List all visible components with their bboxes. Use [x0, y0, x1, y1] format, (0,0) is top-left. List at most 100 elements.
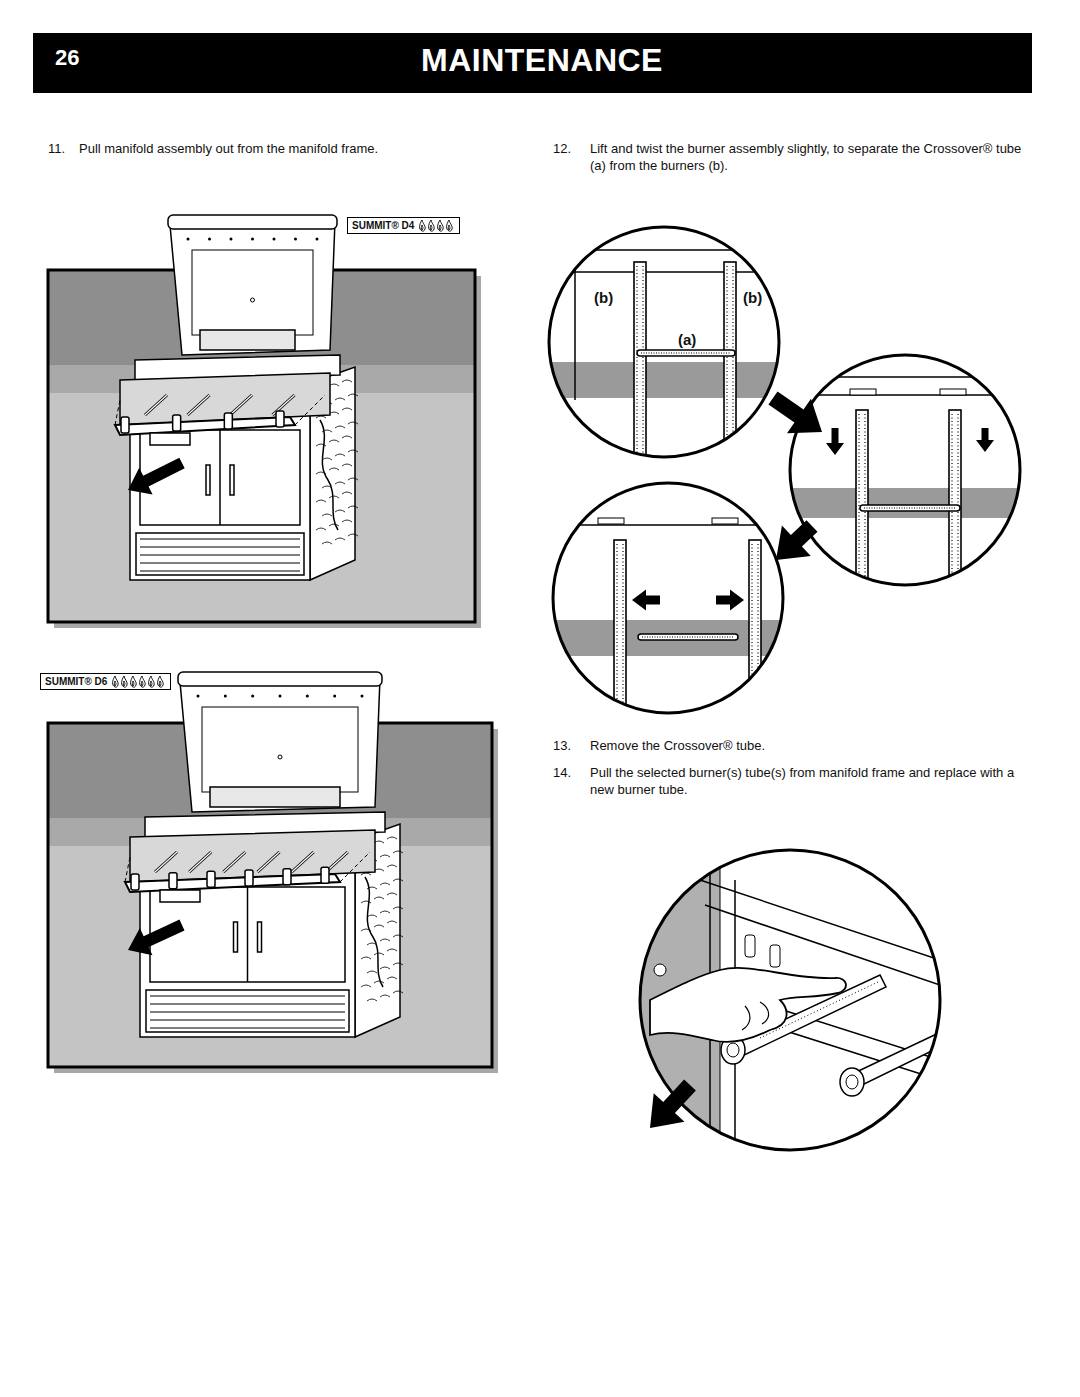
frame-tab: [940, 389, 966, 395]
brick-texture: [329, 440, 339, 442]
brick-texture: [342, 520, 352, 522]
crossover-tube: [860, 505, 960, 511]
vent-slot: [150, 1020, 345, 1021]
vent-slot: [140, 563, 300, 564]
direction-arrow: [776, 520, 817, 560]
frame-edge: [574, 250, 576, 400]
direction-arrow: [632, 590, 660, 611]
burner-ports: [751, 544, 752, 720]
vent-slot: [140, 547, 300, 548]
lid-handle: [168, 215, 337, 229]
brick-texture: [393, 851, 403, 853]
lid-bolt: [251, 238, 254, 241]
vent-slot: [150, 996, 345, 997]
brick-texture: [374, 981, 384, 983]
direction-arrow: [976, 428, 994, 452]
grill-lid: [170, 221, 335, 355]
lid-bolt: [316, 238, 319, 241]
brick-texture: [380, 939, 390, 941]
burner-tube: [145, 395, 167, 415]
brick-texture: [342, 380, 352, 382]
brick-texture: [387, 921, 397, 923]
brick-texture: [367, 915, 377, 917]
burner-tube: [155, 852, 177, 872]
brick-texture: [335, 426, 345, 428]
lid-screw: [278, 755, 282, 759]
brick-texture: [387, 865, 397, 867]
brick-texture: [387, 977, 397, 979]
lid-screw: [251, 298, 255, 302]
control-knob: [169, 873, 177, 889]
brick-texture: [393, 963, 403, 965]
burner-ports: [616, 544, 617, 720]
valve-block: [150, 433, 190, 445]
control-knob: [207, 871, 215, 887]
control-knob: [321, 867, 329, 883]
brick-texture: [380, 855, 390, 857]
model-badge: SUMMIT® D6: [40, 673, 171, 690]
callout-letter: (a): [676, 331, 698, 348]
burner-tube: [749, 540, 761, 720]
direction-arrow: [128, 920, 185, 956]
burner-tube: [292, 852, 314, 872]
brick-texture: [393, 935, 403, 937]
brick-texture: [322, 458, 332, 460]
callout-letter: (b): [592, 289, 615, 306]
step-text: Remove the Crossover® tube.: [590, 737, 1030, 754]
direction-arrow: [716, 590, 744, 611]
model-name: SUMMIT® D6: [45, 675, 107, 688]
brick-texture: [348, 478, 358, 480]
burner-ports: [642, 266, 643, 470]
burner-tube: [189, 852, 211, 872]
step-number: 12.: [553, 140, 571, 157]
door-handle: [258, 922, 262, 952]
gas-hose: [320, 420, 338, 530]
section-heading: MAINTENANCE: [421, 44, 663, 76]
vent-slot: [150, 1012, 345, 1013]
flame-icons: [110, 675, 166, 688]
burner-ports: [732, 266, 733, 470]
detail-ground: [549, 227, 779, 457]
valve: [770, 945, 780, 967]
lid-bolt: [273, 238, 276, 241]
control-knob: [283, 869, 291, 885]
cabinet-doors: [150, 887, 345, 982]
crossover-ports: [641, 352, 731, 353]
control-knob: [121, 417, 129, 433]
lid-slot: [200, 330, 295, 350]
door-split: [219, 430, 221, 525]
burner-tube: [223, 852, 245, 872]
flame-icons: [417, 219, 455, 232]
brick-texture: [329, 524, 339, 526]
frame-edge: [550, 524, 800, 526]
brick-texture: [393, 907, 403, 909]
guide-line: [295, 395, 325, 425]
brick-texture: [380, 883, 390, 885]
door-split: [247, 887, 249, 982]
lid-bolt: [306, 695, 309, 698]
direction-arrow: [128, 458, 185, 495]
brick-texture: [380, 967, 390, 969]
burner-tube: [230, 395, 252, 415]
model-badge: SUMMIT® D4: [347, 217, 460, 234]
flame-icon: [122, 676, 128, 687]
burner-tube: [188, 395, 210, 415]
detail-outline: [790, 355, 1020, 585]
brick-texture: [342, 464, 352, 466]
brick-texture: [322, 514, 332, 516]
hand: [650, 968, 846, 1042]
frame-edge: [540, 249, 800, 251]
lid-handle: [178, 672, 382, 686]
vent-slot: [150, 1004, 345, 1005]
vent-slot: [140, 555, 300, 556]
tube-end: [840, 1068, 864, 1096]
flame-icon: [131, 676, 137, 687]
callout-letter: (b): [741, 289, 764, 306]
lid-bolt: [333, 695, 336, 698]
frame-tab: [850, 389, 876, 395]
detail-view: [780, 377, 1040, 600]
grill-d4: [115, 215, 358, 580]
brick-texture: [316, 528, 326, 530]
flame-icon: [113, 676, 119, 687]
